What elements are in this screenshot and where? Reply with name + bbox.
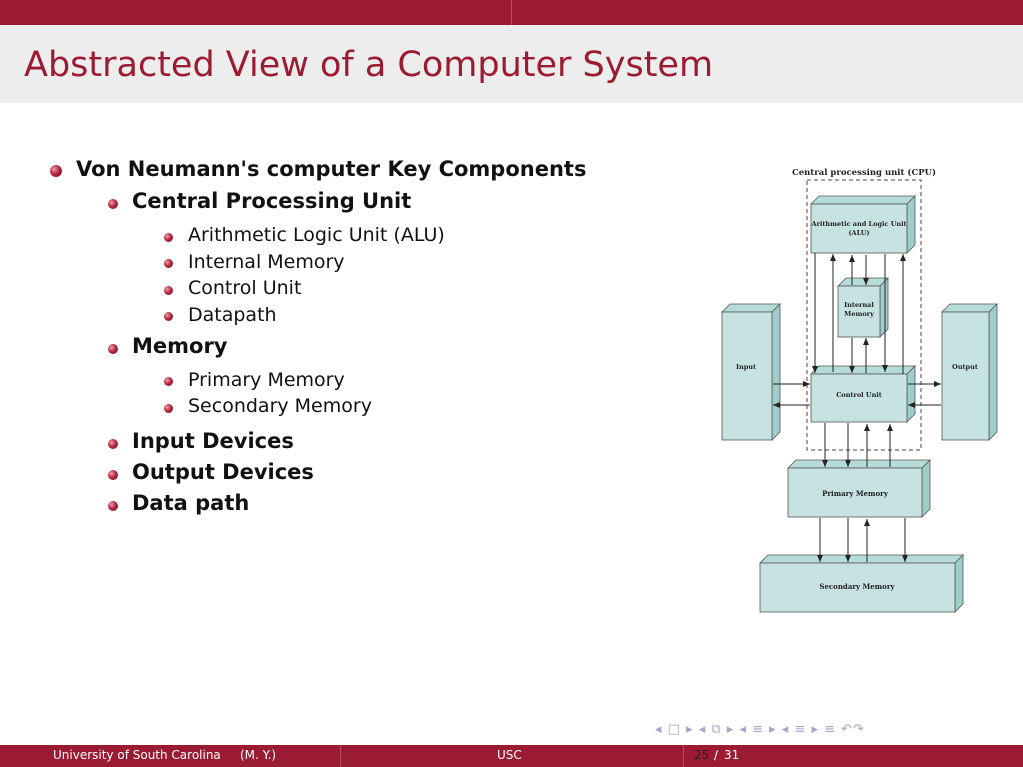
- cpu-item: Datapath: [188, 304, 277, 326]
- page-separator: /: [714, 748, 719, 762]
- page-total: 31: [724, 748, 740, 762]
- output-box: Output: [941, 303, 998, 441]
- outline-heading: Von Neumann's computer Key Components: [76, 157, 587, 181]
- slide-title: Abstracted View of a Computer System: [24, 45, 714, 85]
- bullet-icon: [164, 404, 173, 413]
- internal-memory-line2: Memory: [844, 310, 874, 318]
- header-divider: [511, 0, 512, 25]
- footer-short-title: USC: [497, 748, 522, 762]
- cpu-label: Central Processing Unit: [132, 189, 412, 213]
- beamer-navigation-icons[interactable]: ◂ □ ▸ ◂ ⧉ ▸ ◂ ≡ ▸ ◂ ≡ ▸ ≡ ↶↷: [655, 722, 865, 737]
- bullet-icon: [108, 439, 118, 449]
- bullet-icon: [108, 199, 118, 209]
- footer-divider: [683, 745, 684, 767]
- alu-label-line2: (ALU): [848, 229, 869, 237]
- cpu-boundary: [806, 179, 922, 451]
- control-unit-box: Control Unit: [810, 365, 916, 423]
- internal-memory-box: Internal Memory: [837, 277, 889, 338]
- primary-memory-label: Primary Memory: [822, 489, 889, 498]
- cpu-item: Internal Memory: [188, 251, 345, 273]
- connector-arrows: [773, 253, 941, 562]
- bullet-icon: [164, 377, 173, 386]
- bullet-icon: [164, 286, 173, 295]
- outline-other-item: Input Devices: [132, 429, 294, 453]
- cpu-caption: Central processing unit (CPU): [792, 167, 936, 178]
- output-label: Output: [952, 363, 978, 371]
- bullet-icon: [108, 501, 118, 511]
- outline-other-item: Output Devices: [132, 460, 314, 484]
- memory-item: Secondary Memory: [188, 395, 372, 417]
- bullet-icon: [164, 259, 173, 268]
- memory-label: Memory: [132, 334, 228, 358]
- secondary-memory-box: Secondary Memory: [759, 554, 964, 613]
- cpu-item: Control Unit: [188, 277, 302, 299]
- internal-memory-line1: Internal: [844, 301, 874, 309]
- outline-other-item: Data path: [132, 491, 250, 515]
- cpu-item: Arithmetic Logic Unit (ALU): [188, 224, 445, 246]
- title-band: [0, 25, 1023, 103]
- page-current: 25: [694, 748, 710, 762]
- footer-bar: University of South Carolina (M. Y.) USC…: [0, 745, 1023, 767]
- footer-affiliation: University of South Carolina: [53, 748, 221, 762]
- primary-memory-box: Primary Memory: [787, 459, 931, 518]
- input-label: Input: [736, 363, 756, 371]
- footer-divider: [340, 745, 341, 767]
- bullet-icon: [50, 165, 62, 177]
- memory-item: Primary Memory: [188, 369, 345, 391]
- control-unit-label: Control Unit: [836, 391, 882, 399]
- bullet-icon: [108, 344, 118, 354]
- secondary-memory-label: Secondary Memory: [819, 582, 895, 591]
- bullet-icon: [164, 233, 173, 242]
- input-box: Input: [721, 303, 781, 441]
- footer-author: (M. Y.): [240, 748, 277, 762]
- alu-box: Arithmetic and Logic Unit (ALU): [810, 195, 916, 254]
- bullet-icon: [108, 470, 118, 480]
- alu-label-line1: Arithmetic and Logic Unit: [810, 220, 906, 228]
- header-bar: [0, 0, 1023, 25]
- computer-architecture-diagram: Central processing unit (CPU) Arithmetic…: [721, 167, 998, 613]
- bullet-icon: [164, 312, 173, 321]
